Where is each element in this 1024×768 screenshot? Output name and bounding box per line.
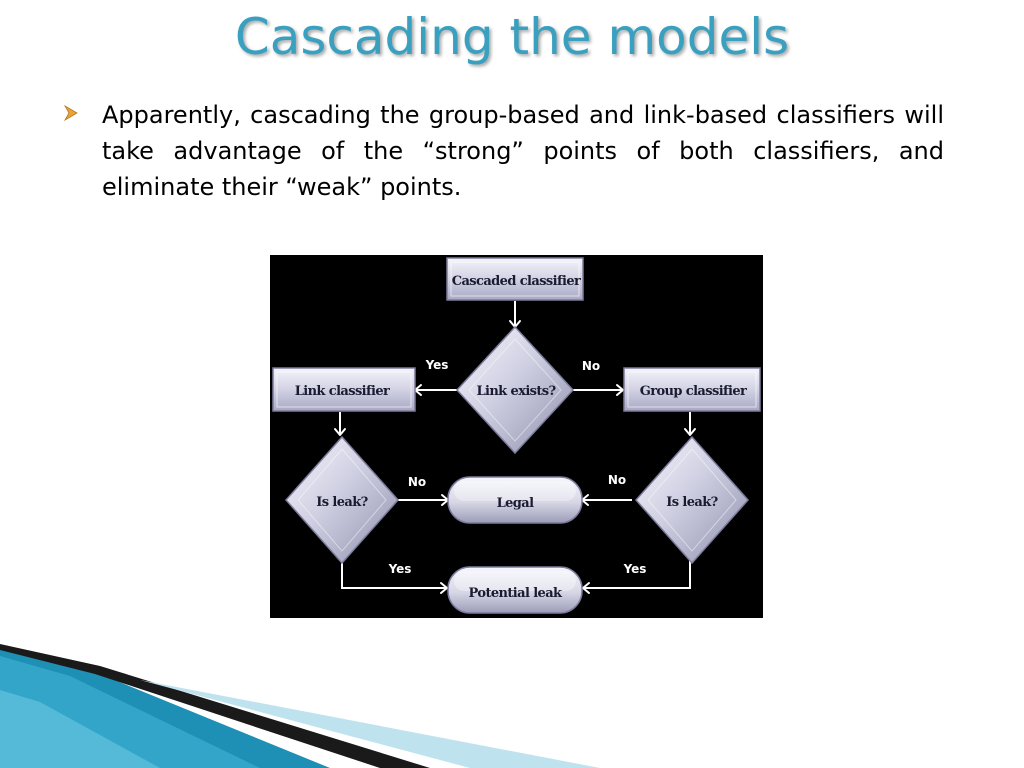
arrow-right-icon	[440, 582, 448, 594]
connectors	[334, 301, 696, 594]
edge-left-isleak-to-potential	[341, 560, 447, 589]
node-is-leak-right: Is leak?	[634, 435, 750, 565]
arrow-right-icon	[616, 384, 624, 396]
node-label: Is leak?	[316, 495, 368, 510]
edge-label-yes: Yes	[623, 562, 647, 576]
node-label: Link classifier	[295, 384, 390, 399]
node-potential-leak: Potential leak	[447, 566, 583, 614]
cascade-flowchart: Cascaded classifier Link exists? Link cl…	[270, 255, 763, 618]
node-label: Is leak?	[666, 495, 718, 510]
node-label: Group classifier	[640, 384, 747, 399]
edge-right-isleak-to-potential	[583, 560, 691, 589]
node-legal: Legal	[447, 476, 583, 524]
node-label: Potential leak	[469, 586, 563, 601]
node-label: Legal	[497, 496, 535, 511]
node-link-classifier: Link classifier	[272, 367, 416, 412]
slide-title: Cascading the models	[234, 8, 790, 66]
node-group-classifier: Group classifier	[623, 367, 761, 412]
bullet-text: Apparently, cascading the group-based an…	[102, 101, 944, 201]
edge-label-yes: Yes	[388, 562, 412, 576]
edge-label-no: No	[582, 359, 600, 373]
decorative-swoosh	[0, 644, 600, 768]
node-label: Cascaded classifier	[452, 274, 581, 289]
node-is-leak-left: Is leak?	[284, 435, 400, 565]
node-link-exists-decision: Link exists?	[455, 325, 575, 455]
arrow-down-icon	[334, 428, 346, 436]
arrow-left-icon	[582, 582, 590, 594]
arrow-down-icon	[684, 428, 696, 436]
node-label: Link exists?	[476, 384, 556, 399]
edge-label-yes: Yes	[425, 358, 449, 372]
edge-label-no: No	[608, 473, 626, 487]
edge-label-no: No	[408, 475, 426, 489]
node-cascaded-classifier: Cascaded classifier	[446, 257, 584, 301]
arrow-bullet-icon	[63, 104, 78, 122]
